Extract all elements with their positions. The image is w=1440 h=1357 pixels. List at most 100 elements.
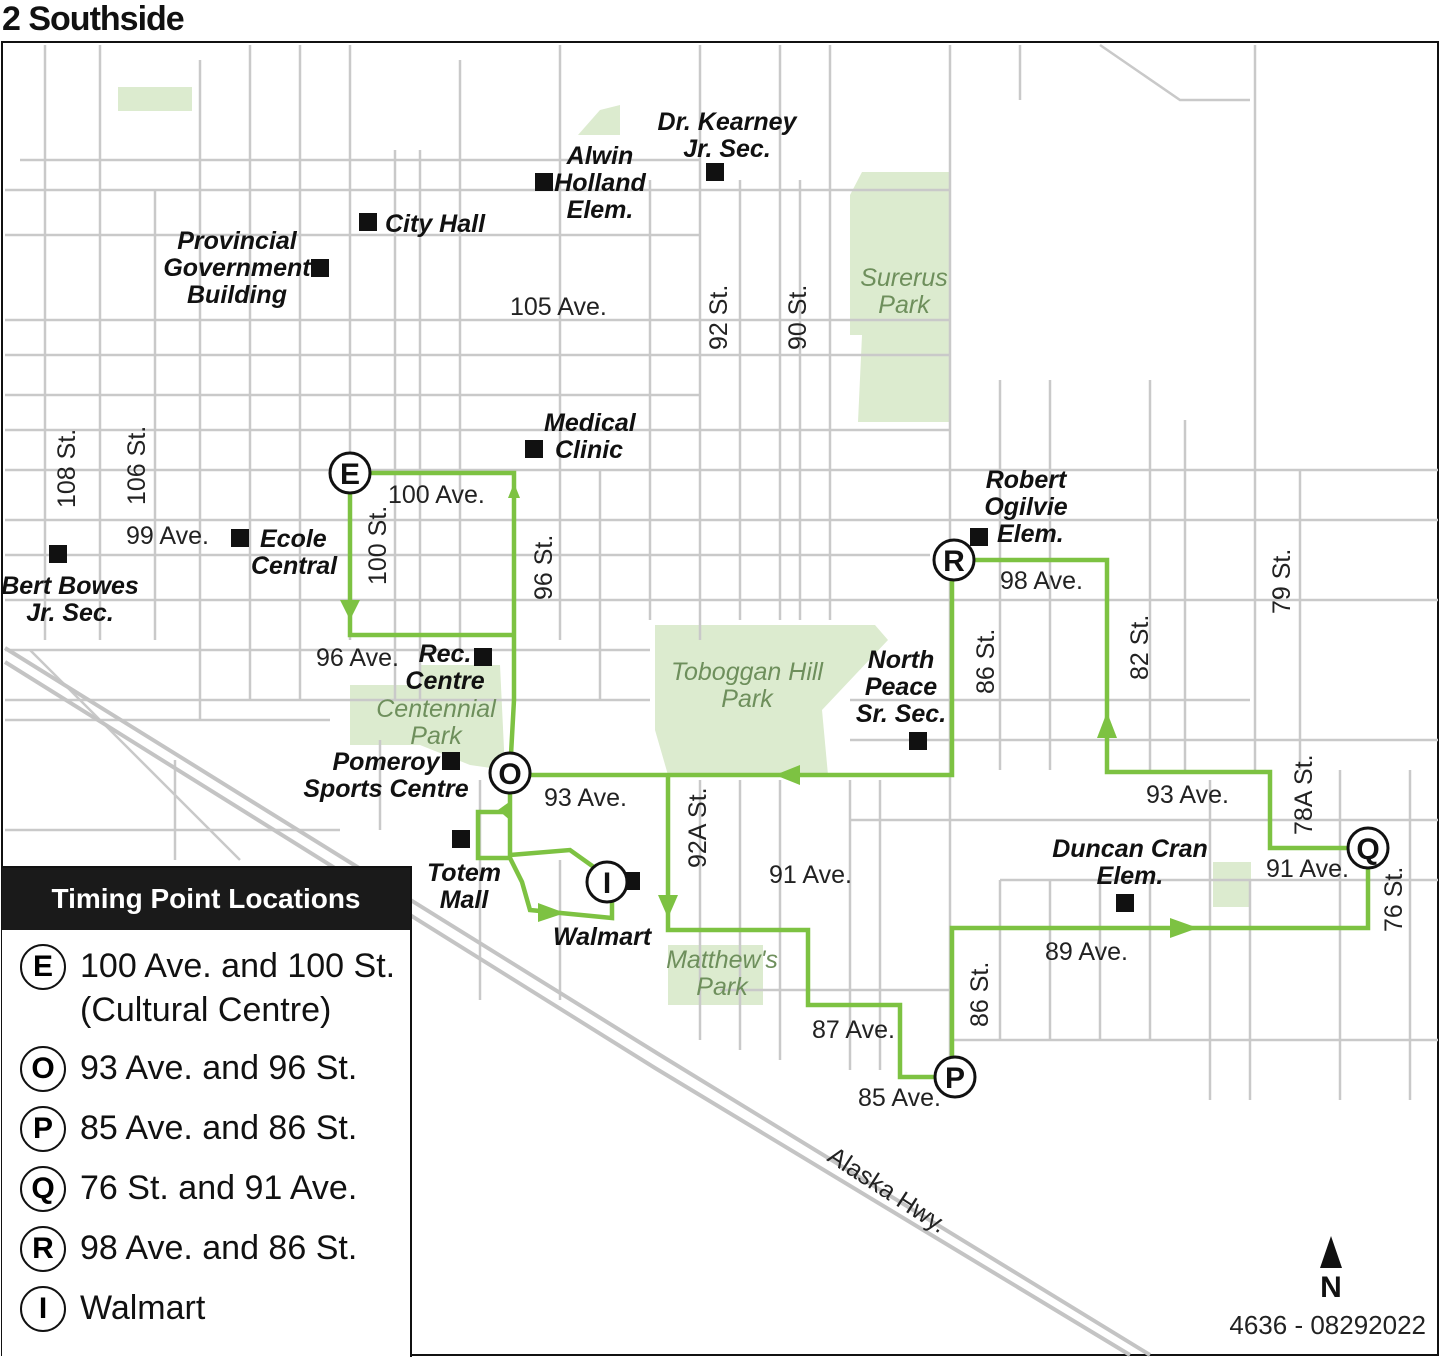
place-label: North <box>868 646 935 674</box>
street-label: 91 Ave. <box>1266 855 1349 883</box>
place-label: Medical <box>544 409 637 437</box>
street-label: 93 Ave. <box>1146 781 1229 809</box>
timing-point-e[interactable]: E <box>328 451 372 495</box>
bus-route-2 <box>340 470 1371 1080</box>
legend-item-line: 98 Ave. and 86 St. <box>80 1229 358 1267</box>
park-label: Park <box>410 722 463 750</box>
timing-point-letter: O <box>498 758 521 791</box>
timing-point-p[interactable]: P <box>933 1055 977 1099</box>
legend-item-line: 93 Ave. and 96 St. <box>80 1049 358 1087</box>
timing-point-r[interactable]: R <box>932 538 976 582</box>
street-label: 79 St. <box>1268 549 1296 614</box>
timing-point-q[interactable]: Q <box>1346 826 1390 870</box>
street-label: 96 St. <box>530 535 558 600</box>
legend-item-line: 100 Ave. and 100 St. <box>80 947 396 985</box>
place-label: Clinic <box>555 436 623 464</box>
timing-point-letter: I <box>603 867 611 900</box>
direction-arrow <box>508 483 520 498</box>
legend-item-line: 85 Ave. and 86 St. <box>80 1109 358 1147</box>
timing-point-letter: P <box>945 1062 965 1095</box>
park-label: Surerus <box>860 264 948 292</box>
street-label: 86 St. <box>966 962 994 1027</box>
park-area <box>118 87 192 111</box>
street-label: 99 Ave. <box>126 522 209 550</box>
place-label: Mall <box>440 886 490 914</box>
direction-arrow <box>658 895 678 918</box>
street-label: 87 Ave. <box>812 1016 895 1044</box>
park-area <box>1213 862 1251 907</box>
street-label: 96 Ave. <box>316 644 399 672</box>
matthews-park <box>668 945 763 1005</box>
direction-arrow <box>340 600 360 620</box>
timing-point-badge: R <box>20 1226 66 1272</box>
timing-point-badge: E <box>20 944 66 990</box>
place-label: Peace <box>865 673 937 701</box>
place-label: Centre <box>405 667 484 695</box>
place-label: Rec. <box>419 640 472 668</box>
map-title: 2 Southside <box>2 0 185 38</box>
legend-item-i: I Walmart <box>20 1286 410 1332</box>
building-markers <box>49 163 1134 912</box>
place-label: Jr. Sec. <box>26 599 114 627</box>
timing-point-badge: I <box>20 1286 66 1332</box>
legend-item-q: Q 76 St. and 91 Ave. <box>20 1166 410 1212</box>
street-label: 100 St. <box>364 506 392 585</box>
park-label: Toboggan Hill <box>671 658 824 686</box>
parks <box>118 87 1251 1005</box>
legend-item-text: Walmart <box>80 1286 205 1330</box>
place-label: Duncan Cran <box>1052 835 1208 863</box>
direction-arrow <box>775 765 800 785</box>
place-label: City Hall <box>385 210 486 238</box>
legend-item-p: P 85 Ave. and 86 St. <box>20 1106 410 1152</box>
place-label: Elem. <box>567 196 634 224</box>
street-label: 85 Ave. <box>858 1084 941 1112</box>
timing-point-letter: Q <box>1356 833 1379 866</box>
timing-point-i[interactable]: I <box>585 860 629 904</box>
legend-item-line: 76 St. and 91 Ave. <box>80 1169 358 1207</box>
place-label: Holland <box>554 169 646 197</box>
street-label: 91 Ave. <box>769 861 852 889</box>
park-label: Matthew's <box>666 946 778 974</box>
legend-item-text: 85 Ave. and 86 St. <box>80 1106 357 1150</box>
direction-arrow <box>1097 712 1117 738</box>
place-labels: Dr. Kearney Jr. Sec. Alwin Holland Elem.… <box>1 108 1208 951</box>
street-label: 90 St. <box>784 285 812 350</box>
north-label: N <box>1320 1271 1342 1304</box>
timing-point-o[interactable]: O <box>488 751 532 795</box>
timing-point-badge: O <box>20 1046 66 1092</box>
legend-item-text: 93 Ave. and 96 St. <box>80 1046 357 1090</box>
place-label: Totem <box>427 859 501 887</box>
place-label: Elem. <box>997 520 1064 548</box>
street-label: 92A St. <box>684 787 712 868</box>
park-label: Park <box>696 973 749 1001</box>
street-label: 108 St. <box>53 429 81 508</box>
street-label: 100 Ave. <box>388 481 485 509</box>
legend-item-text: 98 Ave. and 86 St. <box>80 1226 357 1270</box>
timing-point-badge: Q <box>20 1166 66 1212</box>
park-label: Park <box>878 291 931 319</box>
map-code: 4636 - 08292022 <box>1229 1310 1426 1340</box>
street-label: 93 Ave. <box>544 784 627 812</box>
street-label: 98 Ave. <box>1000 567 1083 595</box>
direction-arrow <box>1170 918 1198 938</box>
street-label: 106 St. <box>123 426 151 505</box>
surerus-park <box>850 172 950 422</box>
direction-arrow <box>538 903 565 922</box>
street-label: 76 St. <box>1380 867 1408 932</box>
place-label: Jr. Sec. <box>683 135 771 163</box>
timing-point-badge: P <box>20 1106 66 1152</box>
place-label: Pomeroy <box>333 748 441 776</box>
place-label: Government <box>163 254 312 282</box>
place-label: Provincial <box>177 227 298 255</box>
place-label: Building <box>187 281 287 309</box>
street-label: 92 St. <box>705 285 733 350</box>
street-label: 105 Ave. <box>510 293 607 321</box>
place-label: Sports Centre <box>303 775 468 803</box>
park-label: Park <box>721 685 774 713</box>
place-label: Bert Bowes <box>1 572 139 600</box>
place-label: Robert <box>986 466 1068 494</box>
street-label: 82 St. <box>1126 615 1154 680</box>
alaska-highway <box>3 646 1152 1357</box>
